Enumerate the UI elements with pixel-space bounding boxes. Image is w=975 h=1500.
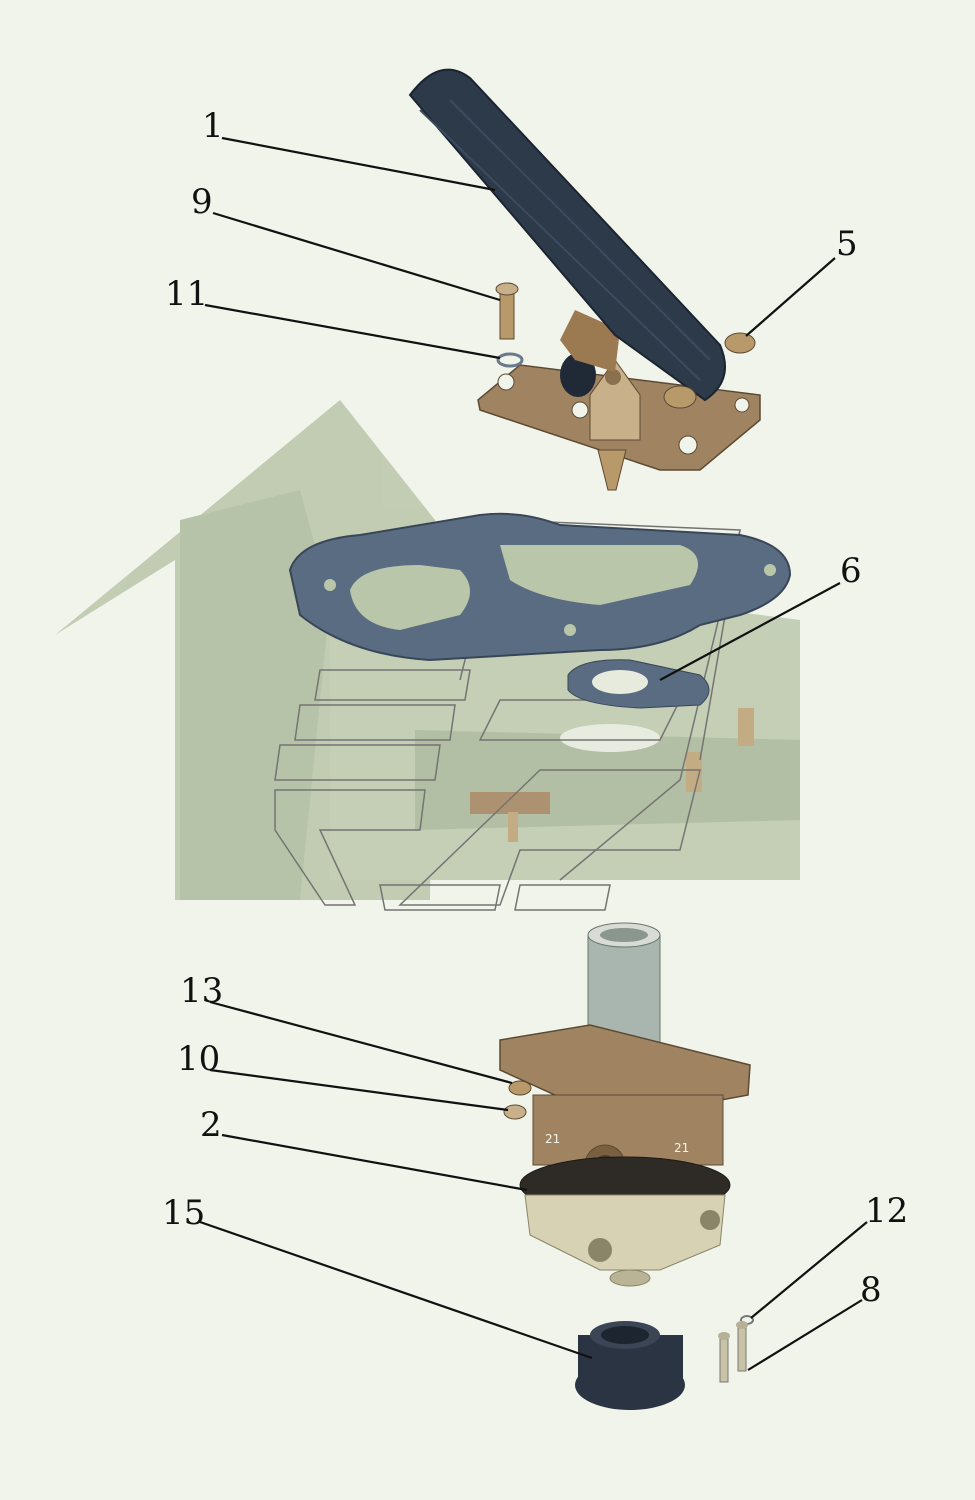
small-bolts	[718, 1315, 754, 1383]
callout-5: 5	[836, 224, 858, 264]
leader-13	[209, 1000, 513, 1085]
leader-lines	[199, 136, 868, 1371]
callout-6: 6	[840, 551, 862, 591]
valve-marking-right: 21	[674, 1141, 689, 1155]
leader-6	[659, 582, 841, 681]
leader-10	[209, 1068, 509, 1112]
valve-cap	[575, 1321, 685, 1410]
leader-1	[221, 136, 496, 192]
callout-10: 10	[177, 1039, 220, 1079]
callout-9: 9	[191, 182, 213, 222]
leader-8	[747, 1299, 863, 1371]
leader-11	[204, 303, 501, 360]
callout-1: 1	[202, 106, 224, 146]
callout-2: 2	[200, 1105, 222, 1145]
pedal-assembly	[408, 68, 761, 491]
leader-12	[750, 1221, 868, 1319]
callout-13: 13	[180, 971, 223, 1011]
brake-valve: 21 21	[499, 922, 751, 1287]
callout-11: 11	[165, 274, 208, 314]
leader-2	[221, 1133, 528, 1192]
leader-15	[199, 1220, 593, 1360]
callout-12: 12	[865, 1191, 908, 1231]
valve-marking-left: 21	[545, 1132, 560, 1146]
leader-5	[745, 257, 836, 337]
callout-8: 8	[860, 1270, 882, 1310]
callout-labels: 1 9 11 5 6 13 10 2 15 12 8	[162, 106, 908, 1310]
callout-15: 15	[162, 1193, 205, 1233]
gasket-large	[288, 512, 792, 662]
leader-9	[212, 211, 501, 302]
